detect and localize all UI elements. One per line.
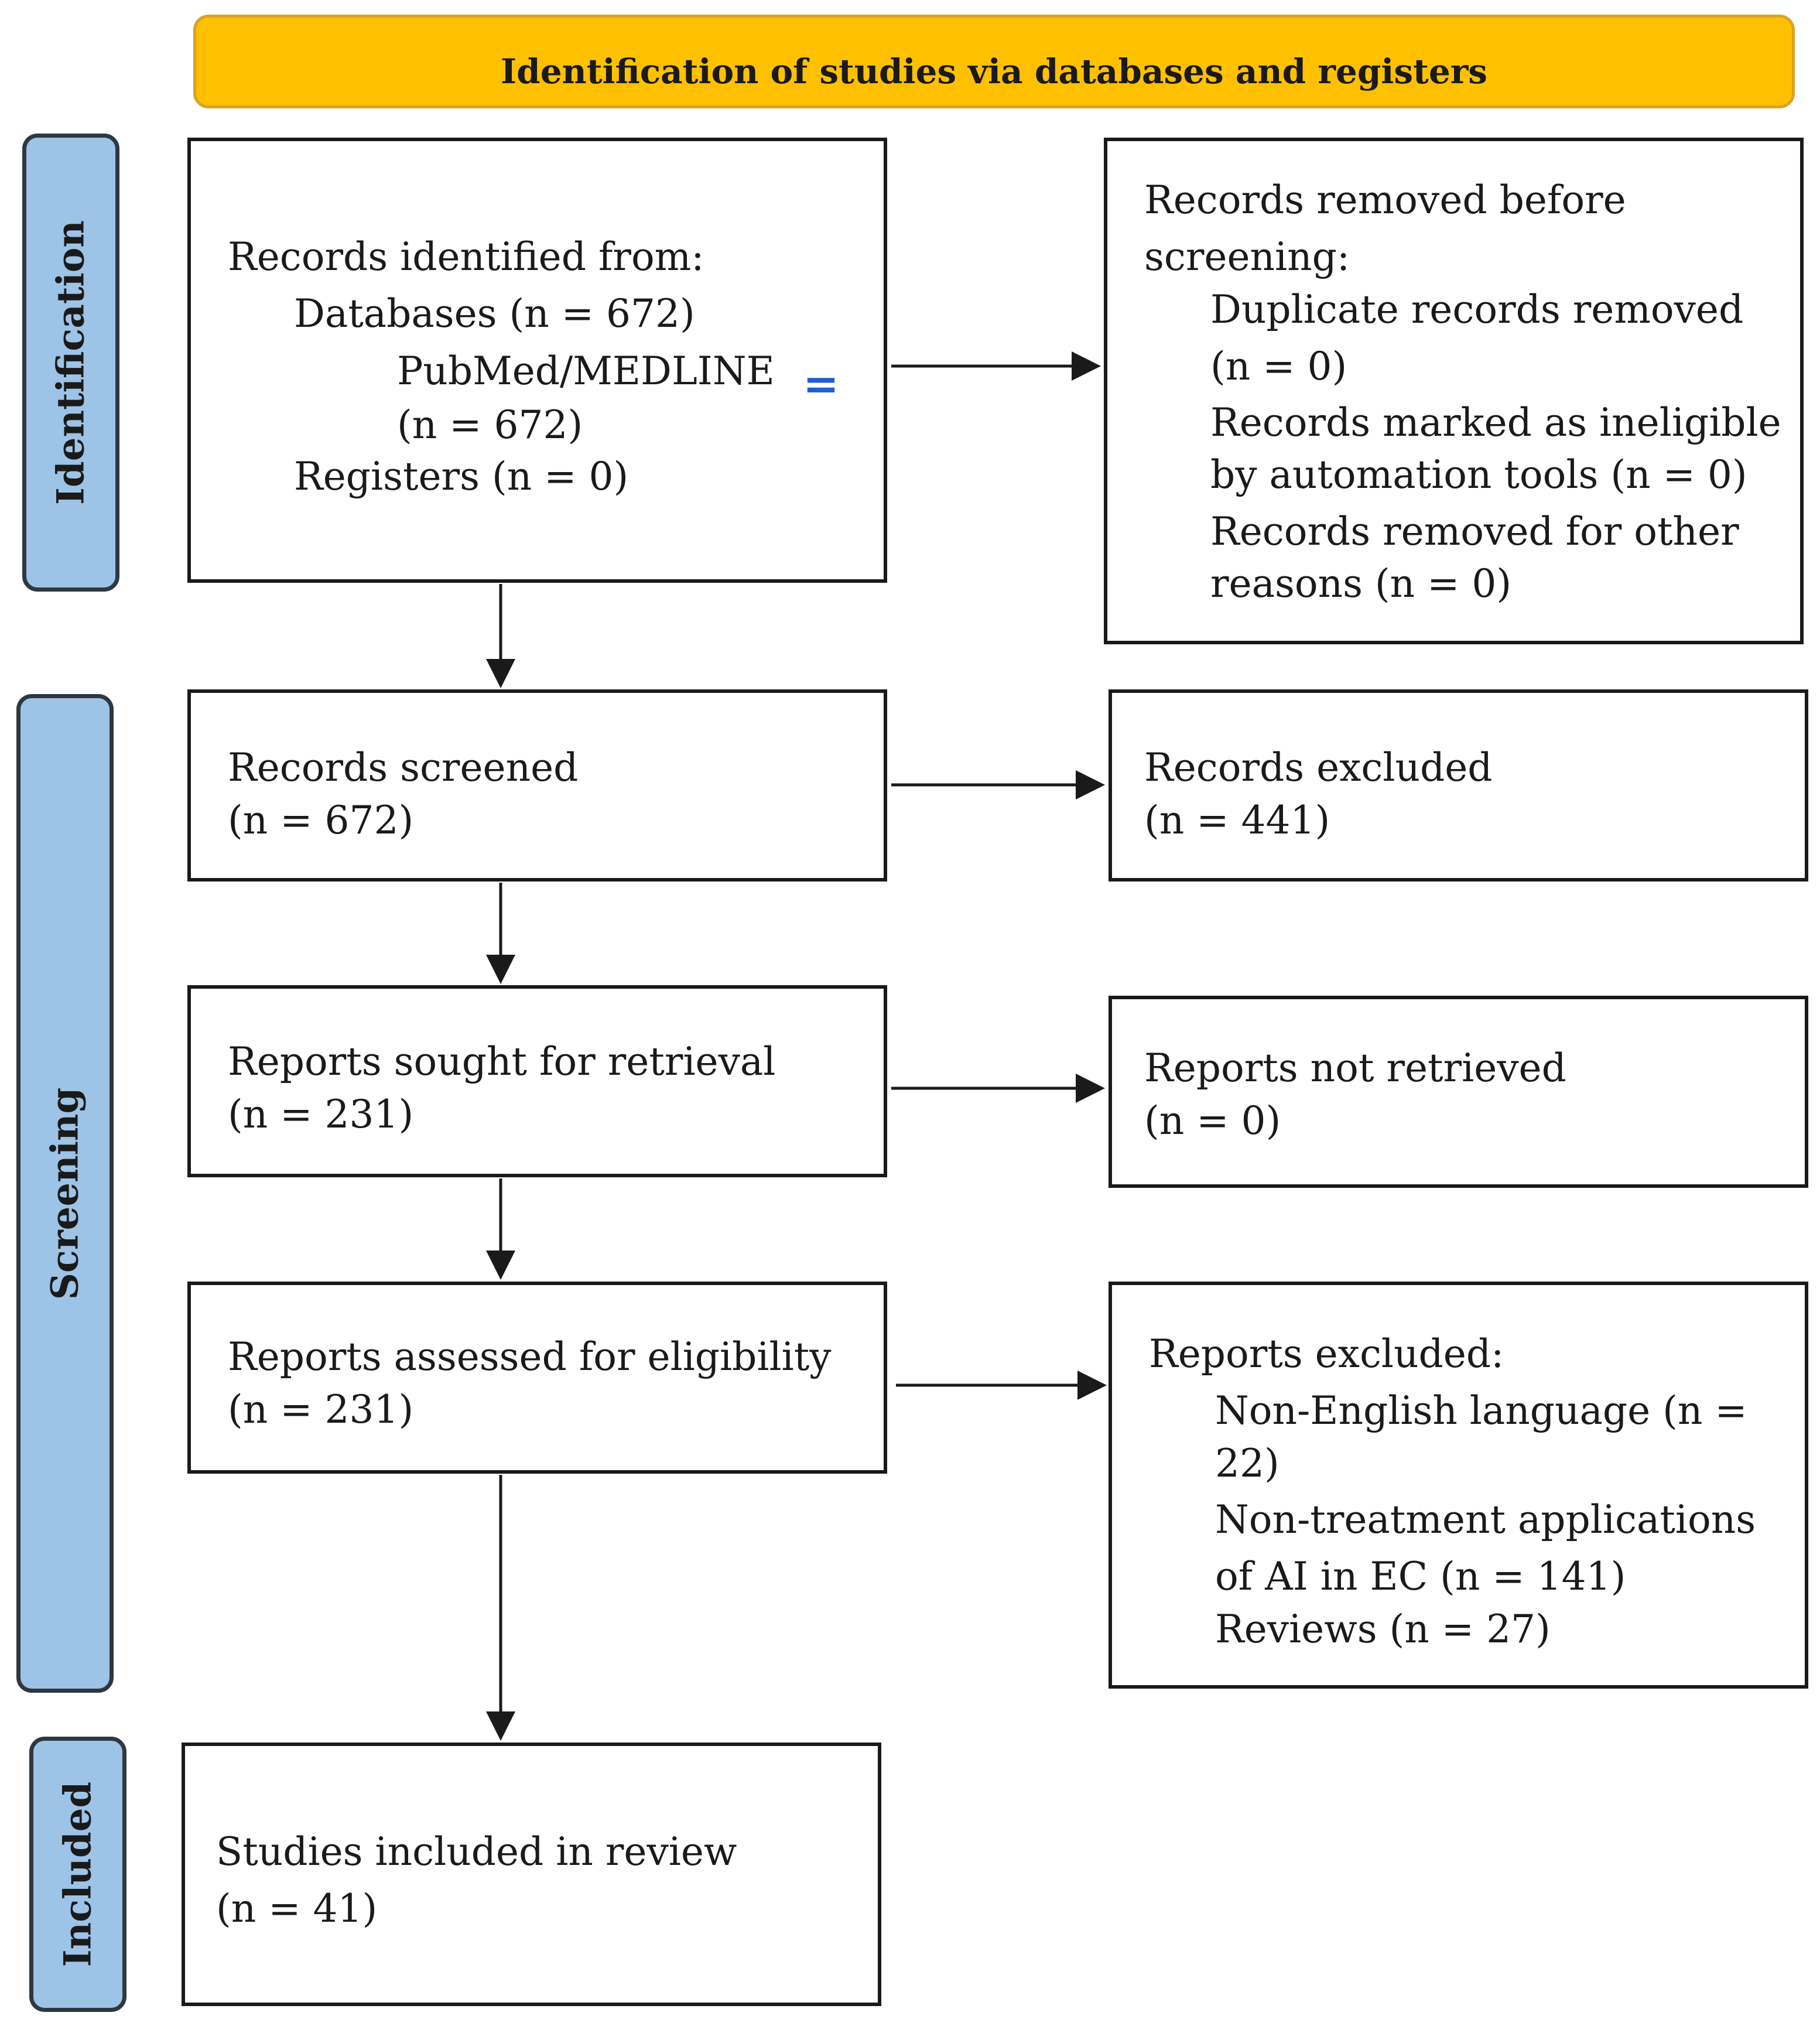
registers-count: Registers (n = 0) bbox=[294, 454, 629, 499]
records-removed-box: Records removed before screening: Duplic… bbox=[1104, 138, 1804, 644]
records-removed-line2: screening: bbox=[1144, 234, 1350, 279]
duplicates-count: (n = 0) bbox=[1210, 344, 1347, 389]
reports-sought-label: Reports sought for retrieval bbox=[228, 1039, 776, 1084]
reports-sought-count: (n = 231) bbox=[228, 1092, 414, 1137]
non-english-line2: 22) bbox=[1215, 1441, 1280, 1486]
records-identified-box: Records identified from: Databases (n = … bbox=[187, 138, 887, 583]
studies-included-label: Studies included in review bbox=[216, 1829, 737, 1874]
phase-identification: Identification bbox=[22, 134, 119, 592]
studies-included-count: (n = 41) bbox=[216, 1886, 378, 1931]
records-excluded-label: Records excluded bbox=[1144, 745, 1493, 790]
reports-not-retrieved-count: (n = 0) bbox=[1144, 1098, 1281, 1143]
reports-excluded-heading: Reports excluded: bbox=[1149, 1331, 1504, 1376]
pubmed-label: PubMed/MEDLINE bbox=[397, 349, 775, 394]
records-excluded-count: (n = 441) bbox=[1144, 798, 1330, 843]
header-banner: Identification of studies via databases … bbox=[193, 15, 1795, 108]
records-screened-count: (n = 672) bbox=[228, 798, 414, 843]
records-removed-line1: Records removed before bbox=[1144, 177, 1626, 223]
non-treatment-line2: of AI in EC (n = 141) bbox=[1215, 1554, 1626, 1599]
records-screened-box: Records screened (n = 672) bbox=[187, 689, 887, 882]
reports-excluded-box: Reports excluded: Non-English language (… bbox=[1109, 1282, 1808, 1689]
other-reasons-line2: reasons (n = 0) bbox=[1210, 561, 1512, 606]
reports-assessed-count: (n = 231) bbox=[228, 1387, 414, 1432]
reports-not-retrieved-box: Reports not retrieved (n = 0) bbox=[1109, 996, 1808, 1188]
non-treatment-line1: Non-treatment applications bbox=[1215, 1497, 1756, 1542]
records-identified-heading: Records identified from: bbox=[228, 234, 704, 279]
phase-included: Included bbox=[29, 1737, 126, 2012]
duplicates-removed: Duplicate records removed bbox=[1210, 287, 1744, 332]
records-screened-label: Records screened bbox=[228, 745, 579, 790]
records-excluded-box: Records excluded (n = 441) bbox=[1109, 689, 1808, 882]
header-title: Identification of studies via databases … bbox=[501, 52, 1487, 91]
ineligible-line2: by automation tools (n = 0) bbox=[1210, 452, 1747, 497]
phase-screening: Screening bbox=[16, 694, 114, 1693]
non-english-line1: Non-English language (n = bbox=[1215, 1388, 1747, 1433]
reviews-count: Reviews (n = 27) bbox=[1215, 1607, 1551, 1652]
ineligible-line1: Records marked as ineligible bbox=[1210, 400, 1781, 445]
studies-included-box: Studies included in review (n = 41) bbox=[182, 1743, 881, 2006]
pubmed-count: (n = 672) bbox=[397, 402, 583, 447]
reports-assessed-box: Reports assessed for eligibility (n = 23… bbox=[187, 1282, 887, 1474]
reports-sought-box: Reports sought for retrieval (n = 231) bbox=[187, 985, 887, 1177]
other-reasons-line1: Records removed for other bbox=[1210, 509, 1739, 554]
reports-assessed-label: Reports assessed for eligibility bbox=[228, 1334, 832, 1379]
databases-count: Databases (n = 672) bbox=[294, 291, 695, 336]
reports-not-retrieved-label: Reports not retrieved bbox=[1144, 1046, 1566, 1091]
edit-mark: = bbox=[803, 359, 840, 409]
